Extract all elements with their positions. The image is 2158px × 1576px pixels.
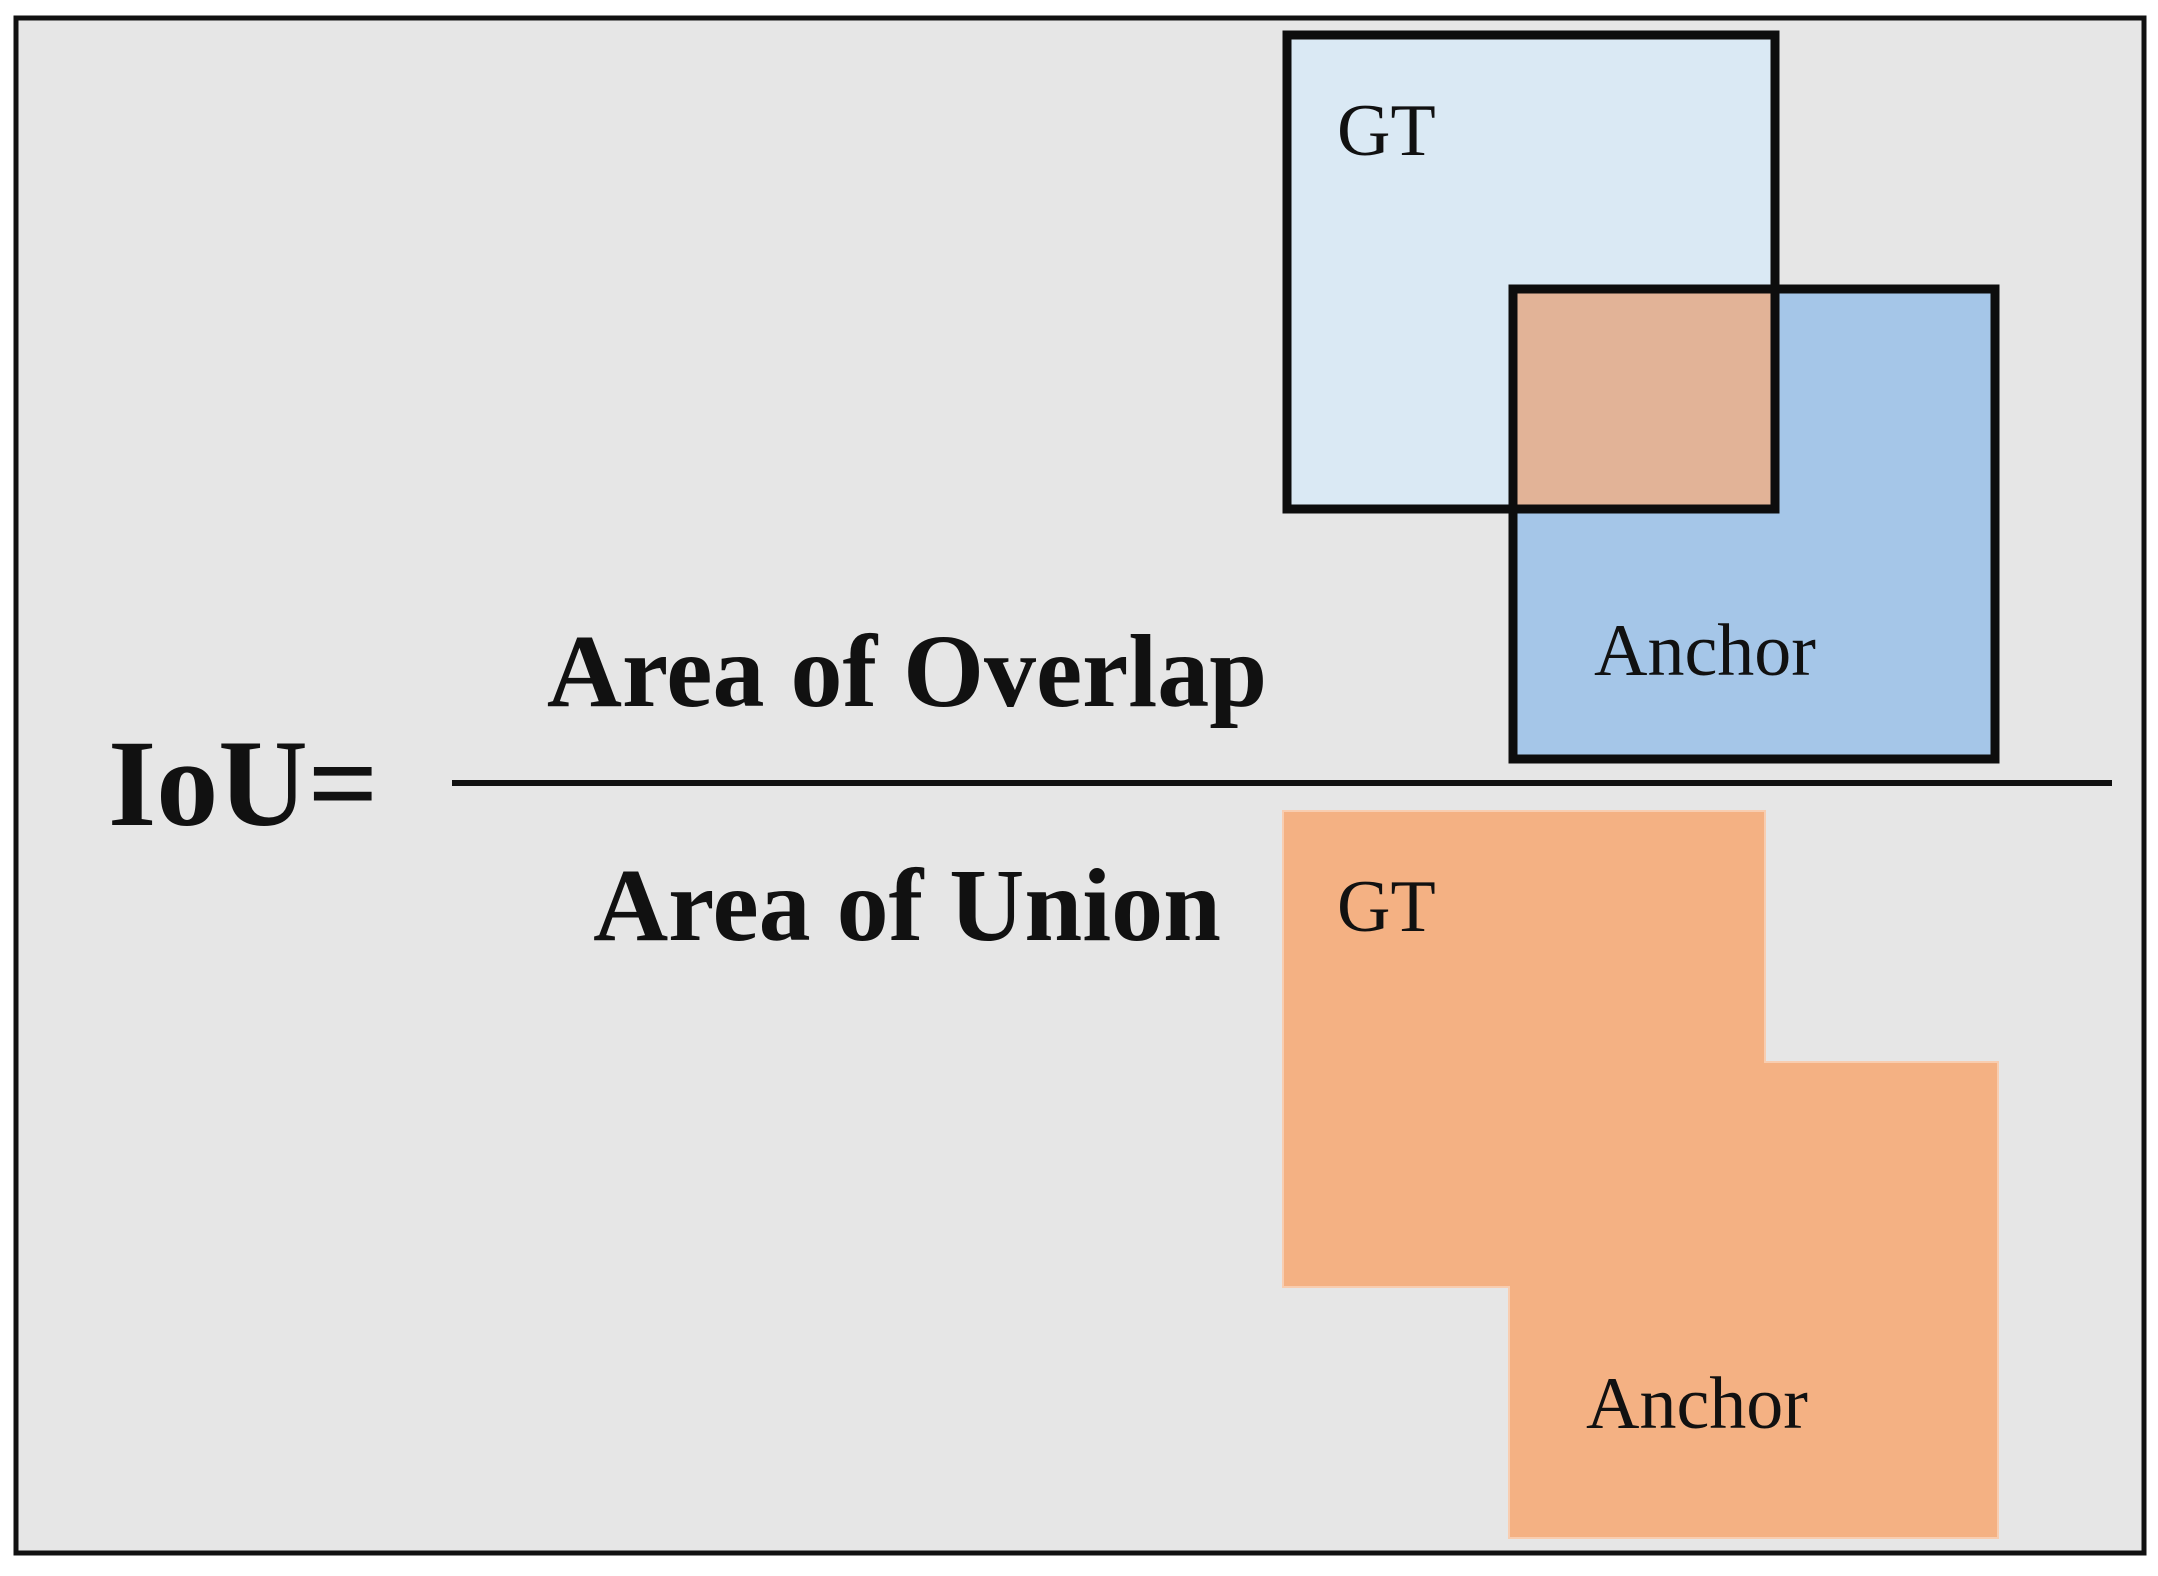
anchor-label-union: Anchor (1586, 1363, 1808, 1445)
gt-box-outline (1282, 30, 1780, 514)
overlap-illustration: GT Anchor (1282, 30, 2000, 764)
gt-label-union: GT (1337, 866, 1436, 948)
formula-numerator: Area of Overlap (547, 614, 1267, 729)
anchor-box-outline (1508, 284, 2000, 764)
union-region (1282, 810, 1999, 1539)
formula-lhs: IoU= (108, 715, 378, 852)
iou-formula: IoU= Area of Overlap Area of Union (108, 614, 2112, 963)
intersection-region (1513, 289, 1775, 509)
union-illustration: GT Anchor (1282, 810, 1999, 1539)
anchor-label-overlap: Anchor (1594, 610, 1816, 692)
gt-label-overlap: GT (1337, 90, 1436, 172)
formula-denominator: Area of Union (593, 848, 1221, 963)
